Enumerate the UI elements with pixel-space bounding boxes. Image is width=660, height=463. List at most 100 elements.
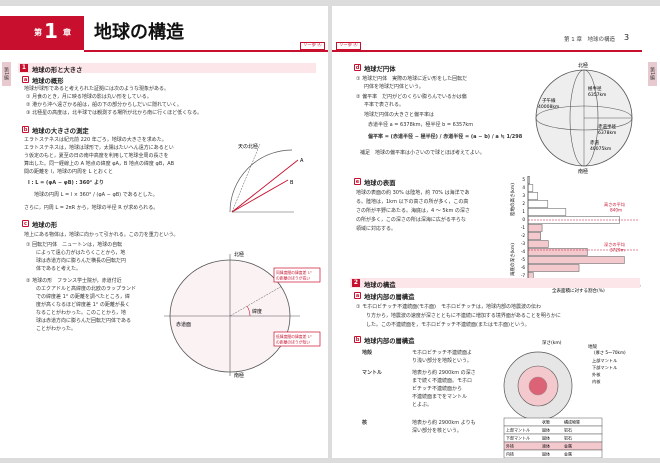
equatorial-radius-value: 6378km <box>598 130 616 136</box>
layer-desc: モホロビチッチ不連続面よ <box>412 350 473 356</box>
item-d-line: 地球だ円体の大きさと偏平率は <box>364 112 435 118</box>
low-lat-note-2: の距離のほうが短い <box>276 340 310 345</box>
point-b-label: B <box>290 180 294 186</box>
low-lat-note-1: 低緯度間の緯度差 1° <box>276 334 312 339</box>
meridian-value: 40008km <box>538 104 559 110</box>
item-d-mark: d <box>354 64 361 71</box>
item-c-line: によって遠心力がはたらくことから，地 <box>36 250 126 256</box>
chapter-kanji: 章 <box>63 28 71 37</box>
hypsometry-bar <box>527 240 549 248</box>
item-c-line: 球は赤道方向に膨らんだ横長の回転だ円 <box>36 258 127 264</box>
land-mean-label: 高さの平均 <box>604 201 625 208</box>
upper-mantle-label: 上部マントル <box>592 357 617 364</box>
outer-core-label: 外核 <box>592 371 601 378</box>
section-1-header: 1 地球の形と大きさ <box>18 63 316 74</box>
table-cell: 構成物質 <box>564 419 580 425</box>
item-e-title: 地球の表面 <box>364 180 396 187</box>
y-tick-label: 4 <box>522 185 525 190</box>
equator-label: 赤道 <box>590 139 599 146</box>
y-tick-label: 1 <box>522 209 525 214</box>
y-tick-label: -3 <box>521 241 526 246</box>
item-d-line: ① 地球だ円体 実際の地球に近い形をした回転だ <box>356 76 468 82</box>
item-a-line: ② 港から沖へ遠ざかる船は，船の下の部分からしだいに隠れていく。 <box>26 102 182 108</box>
item-a-line: 地球が球形であると考えられた証拠には次のような現象がある。 <box>24 86 169 92</box>
chapter-title: 地球の構造 <box>94 22 184 43</box>
item-d-line: 円体を地球だ円体という。 <box>364 84 424 90</box>
item-2a-title: 地球内部の層構造 <box>364 294 415 301</box>
item-b-formula: 地球の円周 L = l × 360° / (φA − φB) であるとした。 <box>34 192 158 198</box>
layer-desc: ビチッチ不連続面から <box>412 386 463 392</box>
item-2b-mark: b <box>354 336 361 343</box>
table-row <box>503 449 603 458</box>
y-tick-label: -2 <box>521 233 526 238</box>
item-2a-line: ① モホロビチッチ不連続面(モホ面) モホロビチッチは，地球内部の地震波の伝わ <box>356 304 541 310</box>
item-c-line: ① 回転だ円体 ニュートンは，地球の自転 <box>26 242 123 248</box>
title-rule <box>84 50 328 52</box>
item-b-title: 地球の大きさの測定 <box>32 128 89 135</box>
item-c-line: ② 地球の形 フランス学士院が，赤道付近 <box>26 278 122 284</box>
point-a-label: A <box>300 158 304 164</box>
table-cell: 固体 <box>542 427 550 433</box>
item-d-line: 平率で表される。 <box>364 102 405 108</box>
item-2b-title: 地球内部の層構造 <box>364 338 415 345</box>
crust-thickness: (厚さ 5〜70km) <box>594 349 626 356</box>
eratosthenes-figure: 天の北極 A B <box>229 143 304 213</box>
y-axis-label-sea: 海底の深さ(km) <box>509 243 516 276</box>
hypsometry-bar <box>527 200 549 208</box>
sea-mean-value: 3729m <box>610 248 625 253</box>
table-cell: 岩石 <box>564 427 572 433</box>
layer-desc: とよぶ。 <box>412 402 433 408</box>
y-tick-label: -7 <box>521 273 526 278</box>
item-c-line: での緯度差 1° の距離を調べたところ，緯 <box>36 294 130 300</box>
right-page: リー参 Ⓐ 第 1 章 地球の構造 3 第1編 d 地球だ円体 ① 地球だ円体 … <box>332 6 660 458</box>
table-row <box>503 441 603 451</box>
layer-desc: 深い部分を核という。 <box>412 428 462 434</box>
polar-radius-label: 極半径 <box>588 85 602 92</box>
north-pole-label: 北極 <box>234 251 244 258</box>
table-cell: 内核 <box>506 451 514 457</box>
table-row <box>503 417 603 427</box>
item-a-line: ③ 北極星の高度は，北半球では観測する場所が北から南に行くほど低くなる。 <box>26 110 203 116</box>
hypsometry-bar <box>527 192 538 200</box>
item-c-line: 体であると考えた。 <box>36 266 81 272</box>
item-a-title: 地球の概形 <box>32 78 64 85</box>
side-tab: 第1編 <box>648 62 657 86</box>
item-b-line: 算出した。同一経線上の A 地点の緯度 φA，B 地点の緯度 φB，AB <box>24 161 175 167</box>
supplement-note: 補足 地球の偏平率は小さいので球とほぼ考えてよい。 <box>360 150 485 156</box>
crust-label: 地殻 <box>588 343 597 350</box>
y-tick-label: -6 <box>521 265 526 270</box>
sea-mean-label: 深さの平均 <box>604 241 625 248</box>
item-b-line: さらに，円周 L = 2πR から，地球の半径 R が求められる。 <box>24 205 159 211</box>
table-cell: 液体 <box>542 443 550 449</box>
hypsometry-bar <box>527 224 543 232</box>
y-tick-label: -5 <box>521 257 526 262</box>
table-cell: 固体 <box>542 435 550 441</box>
item-e-line: 領域に対応する。 <box>356 226 397 232</box>
polar-radius-value: 6357km <box>588 92 606 98</box>
item-c-line: 度が高くなるほど緯度差 1° の距離が長く <box>36 302 130 308</box>
header-rule <box>332 50 642 52</box>
hypsometry-bar <box>527 184 534 192</box>
y-tick-label: 2 <box>522 201 525 206</box>
earth-ellipsoid-3d-figure: 北極 南極 極半径 6357km 赤道半径 6378km 子午線 40008km… <box>535 62 633 174</box>
land-mean-value: 840m <box>610 208 622 213</box>
item-2a-line: した。この不連続面を，モホロビチッチ不連続面(またはモホ面)という。 <box>366 322 530 328</box>
item-c-line: のエクアドルと高緯度の北欧のラップランド <box>36 286 137 292</box>
left-page: 第 1 章 地球の構造 リー参 Ⓐ 第1編 1 地球の形と大きさ a 地球の概形… <box>0 6 328 458</box>
chapter-label: 第 <box>34 28 42 37</box>
flattening-formula: 偏平率 = (赤道半径 − 極半径) / 赤道半径 = (a − b) / a … <box>368 134 523 140</box>
layer-desc: まで続く不連続面。モホロ <box>412 378 473 384</box>
latitude-label: 緯度 <box>252 308 262 315</box>
layer-desc: り浅い部分を地殻という。 <box>412 358 472 364</box>
inner-core-label: 内核 <box>592 378 601 385</box>
item-b-line: う仮定のもと，夏至の日の南中高度を利用して地球全周の長さを <box>24 153 169 159</box>
y-tick-label: 5 <box>522 177 525 182</box>
item-e-line: さの所が平野にあたる。海底は，4 〜 5km の深さ <box>356 208 470 214</box>
reference-tag: リー参 Ⓐ <box>336 42 361 50</box>
layer-term-core: 核 <box>362 420 368 426</box>
x-axis-label: 全表面積に対する割合(%) <box>552 287 605 294</box>
section-2-number: 2 <box>352 279 360 287</box>
layer-term-mantle: マントル <box>362 370 383 376</box>
table-cell: 金属 <box>564 451 572 457</box>
